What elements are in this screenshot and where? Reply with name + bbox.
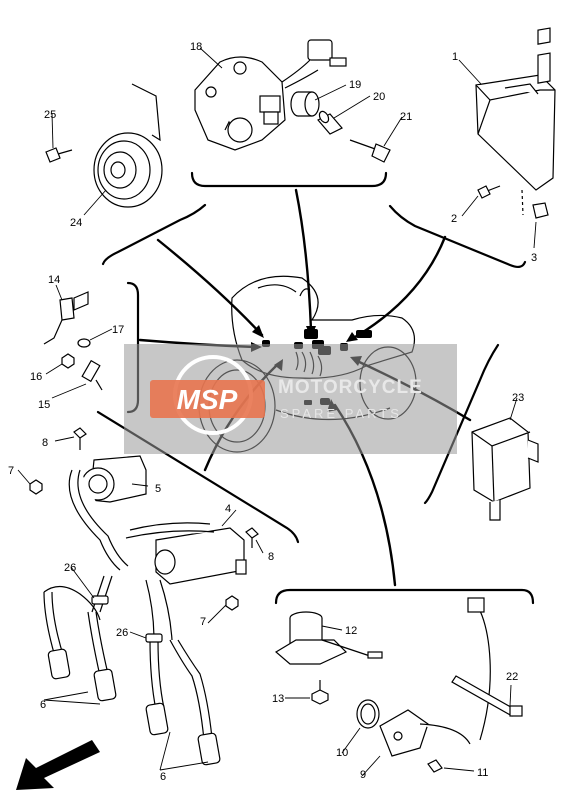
plug-caps [47,648,221,766]
plug-leads [43,575,213,741]
callout-part-6a: 6 [40,699,46,711]
callout-part-11: 11 [477,767,488,779]
o-ring-10-drawing [356,699,380,729]
callout-part-26a: 26 [64,562,76,574]
starter-relay-drawing [194,39,347,151]
callout-labels: 1 2 3 4 5 6 6 7 7 8 8 9 10 11 12 13 14 1… [8,41,537,783]
callout-part-2: 2 [451,213,457,225]
callout-part-21: 21 [400,111,412,123]
callout-part-17: 17 [112,324,124,336]
bolt-8-lower-drawing [245,527,259,548]
callout-part-5: 5 [155,483,161,495]
callout-part-4: 4 [225,503,231,515]
callout-part-10: 10 [336,747,348,759]
callout-part-7b: 7 [200,616,206,628]
clamps-26 [91,595,163,643]
horn-drawing [93,83,163,208]
ecu-drawing [475,27,556,191]
bolt-13-drawing [311,680,329,705]
callout-part-25: 25 [44,109,56,121]
watermark-logo: MSP [177,384,238,415]
ignition-coil-4-drawing [125,522,247,585]
callout-part-8b: 8 [268,551,274,563]
band-22-drawing [451,675,523,717]
gasket-17-drawing [77,338,91,348]
callout-part-13: 13 [272,693,284,705]
callout-part-9: 9 [360,769,366,781]
bolt-25-drawing [45,147,73,163]
thermo-switch-drawing [43,291,89,345]
relay-12-drawing [274,611,383,665]
bolt-21-drawing [349,139,391,163]
callout-part-24: 24 [70,217,82,229]
callout-leaders [17,47,537,777]
collar-20-drawing [317,110,343,135]
nut-16-drawing [61,353,75,369]
callout-part-15: 15 [38,399,50,411]
bolt-8-upper-drawing [73,427,87,450]
nut-7-drawing [29,479,239,611]
ignition-coil-5-drawing [68,455,147,571]
callout-part-12: 12 [345,625,357,637]
callout-part-8a: 8 [42,437,48,449]
callout-part-18: 18 [190,41,202,53]
watermark-brand: MOTORCYCLE [278,377,423,398]
callout-part-22: 22 [506,671,518,683]
callout-part-26b: 26 [116,627,128,639]
sensor-plate-9-drawing [379,597,491,757]
rubber-19-drawing [290,91,320,117]
clip-3-drawing [532,202,549,219]
front-direction-arrow [16,740,100,790]
watermark: MSP MOTORCYCLE SPARE PARTS [124,344,457,454]
screw-2-drawing [477,185,524,216]
callout-part-23: 23 [512,392,524,404]
callout-part-7a: 7 [8,465,14,477]
callout-part-14: 14 [48,274,60,286]
callout-part-6b: 6 [160,771,166,783]
callout-part-16: 16 [30,371,42,383]
callout-part-3: 3 [531,252,537,264]
screw-11-drawing [427,759,443,773]
callout-part-19: 19 [349,79,361,91]
flasher-relay-drawing [471,417,539,521]
callout-part-20: 20 [373,91,385,103]
callout-part-1: 1 [452,51,458,63]
sensor-15-drawing [81,359,103,391]
watermark-tagline: SPARE PARTS [280,406,402,421]
